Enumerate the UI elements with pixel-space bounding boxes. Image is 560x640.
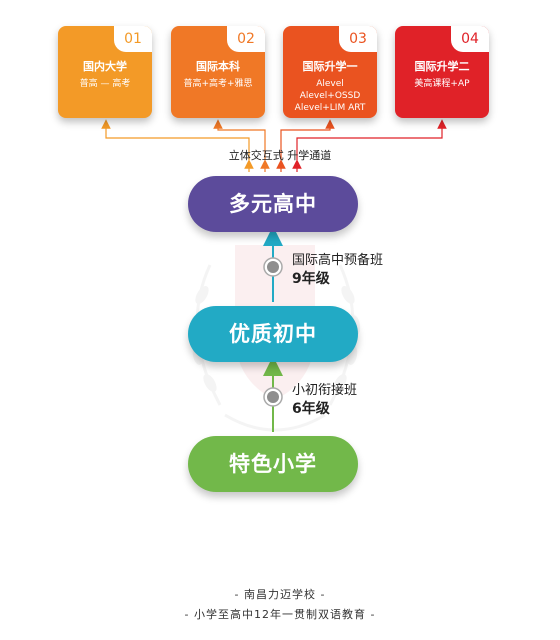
card-line: Alevel+LIM ART (294, 103, 366, 113)
footer-school-name: - 南昌力迈学校 - (234, 588, 326, 601)
transition-label-high-prep: 国际高中预备班 9年级 (292, 252, 383, 288)
stage-junior-high: 优质初中 (188, 306, 358, 362)
footer-tagline: - 小学至高中12年一贯制双语教育 - (184, 608, 376, 621)
pathway-card-international-undergrad: 02 国际本科 普高+高考+雅思 (171, 26, 265, 118)
transition-class: 国际高中预备班 (292, 253, 384, 268)
transition-grade: 9年级 (292, 271, 330, 287)
card-line: Alevel+OSSD (299, 91, 361, 101)
card-number: 03 (339, 26, 377, 52)
card-title: 国际升学一 (302, 60, 358, 73)
card-subtitle: 美高课程+AP (397, 78, 487, 90)
card-number: 02 (227, 26, 265, 52)
stage-primary-school: 特色小学 (188, 436, 358, 492)
card-title: 国际升学二 (414, 60, 470, 73)
card-line: Alevel (316, 79, 344, 89)
card-subtitle: 普高+高考+雅思 (173, 78, 263, 90)
stage-high-school: 多元高中 (188, 176, 358, 232)
card-number: 04 (451, 26, 489, 52)
transition-grade: 6年级 (292, 401, 330, 417)
card-number: 01 (114, 26, 152, 52)
transition-class: 小初衔接班 (292, 383, 358, 398)
pathway-card-international-two: 04 国际升学二 美高课程+AP (395, 26, 489, 118)
pathway-card-international-one: 03 国际升学一 Alevel Alevel+OSSD Alevel+LIM A… (283, 26, 377, 118)
card-title: 国内大学 (83, 60, 127, 73)
connector-label: 立体交互式 升学通道 (228, 149, 332, 162)
card-subtitle: 普高 — 高考 (60, 78, 150, 90)
card-line: 普高+高考+雅思 (183, 79, 253, 89)
card-title: 国际本科 (196, 60, 240, 73)
card-line: 美高课程+AP (414, 79, 470, 89)
transition-label-bridge: 小初衔接班 6年级 (292, 382, 357, 418)
card-subtitle: Alevel Alevel+OSSD Alevel+LIM ART (285, 78, 375, 114)
pathway-card-domestic-university: 01 国内大学 普高 — 高考 (58, 26, 152, 118)
card-line: 普高 — 高考 (79, 79, 131, 89)
